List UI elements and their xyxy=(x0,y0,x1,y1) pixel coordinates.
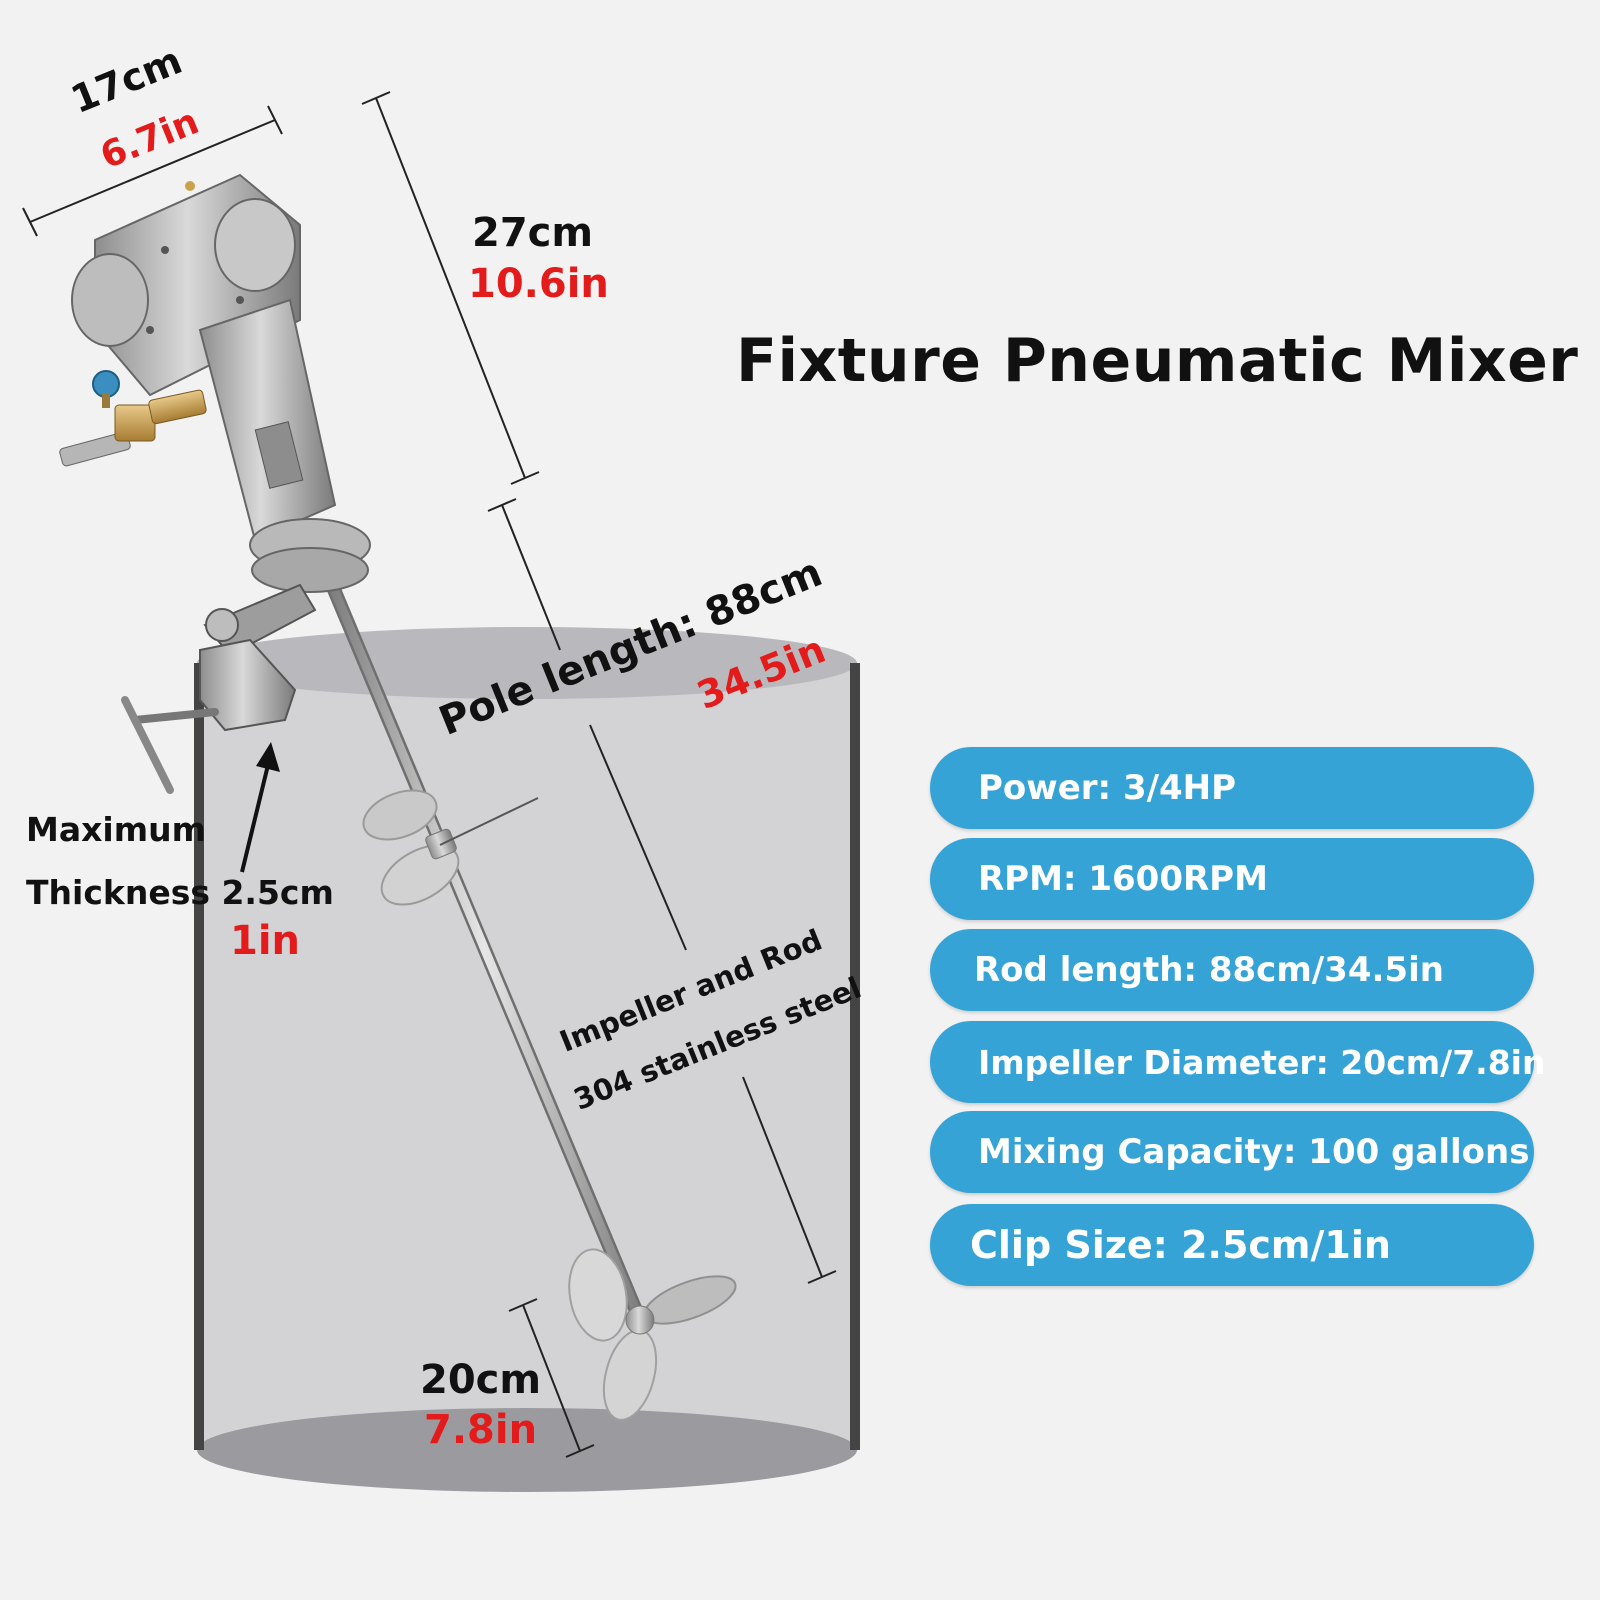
spec-power: Power: 3/4HP xyxy=(930,747,1534,829)
motor-height-imperial: 10.6in xyxy=(468,261,609,307)
spec-rod-length: Rod length: 88cm/34.5in xyxy=(930,929,1534,1011)
impeller-diameter-imperial: 7.8in xyxy=(424,1407,538,1453)
lower-impeller xyxy=(568,1248,737,1421)
pneumatic-motor xyxy=(59,173,371,593)
upper-impeller xyxy=(362,789,460,906)
spec-rpm: RPM: 1600RPM xyxy=(930,838,1534,920)
impeller-diameter-metric: 20cm xyxy=(420,1357,542,1403)
page-title: Fixture Pneumatic Mixer xyxy=(736,326,1579,396)
motor-height-metric: 27cm xyxy=(472,210,594,256)
dimension-lines xyxy=(22,91,837,1458)
clamp-thickness-imperial: 1in xyxy=(230,918,301,964)
clamp-thickness-line1: Maximum xyxy=(26,810,206,849)
tank xyxy=(194,627,860,1492)
clamp-thickness-line2: Thickness 2.5cm xyxy=(26,873,334,912)
clamp-thickness-arrow xyxy=(240,742,280,873)
fixture-clamp xyxy=(121,583,317,794)
spec-impeller-diameter: Impeller Diameter: 20cm/7.8in xyxy=(930,1021,1545,1103)
spec-clip-size: Clip Size: 2.5cm/1in xyxy=(930,1204,1534,1286)
spec-mixing-capacity: Mixing Capacity: 100 gallons xyxy=(930,1111,1534,1193)
mixer-rod xyxy=(323,573,647,1327)
